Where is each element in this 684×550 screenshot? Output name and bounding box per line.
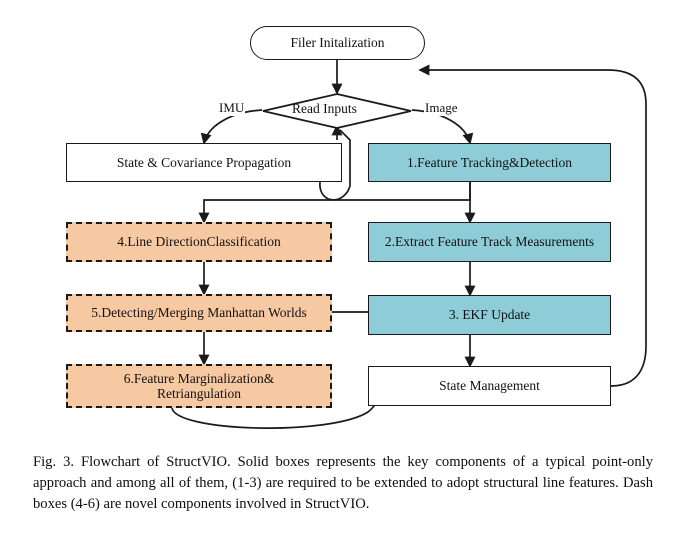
edge-label-image: Image xyxy=(424,100,459,116)
node-extract-feature-track-measurements[interactable]: 2.Extract Feature Track Measurements xyxy=(368,222,611,262)
node-read-inputs-label: Read Inputs xyxy=(292,101,357,116)
node-state-covariance-propagation-label: State & Covariance Propagation xyxy=(116,154,292,170)
node-feature-marginalization-line1: 6.Feature Marginalization& xyxy=(123,370,275,386)
edge-imu-to-propagation xyxy=(200,109,263,145)
node-detecting-merging-manhattan-worlds[interactable]: 5.Detecting/Merging Manhattan Worlds xyxy=(66,294,332,332)
node-ekf-update-label: 3. EKF Update xyxy=(448,307,531,323)
node-state-management[interactable]: State Management xyxy=(368,366,611,406)
node-line-direction-classification[interactable]: 4.Line DirectionClassification xyxy=(66,222,332,262)
node-ekf-update[interactable]: 3. EKF Update xyxy=(368,295,611,335)
node-state-management-label: State Management xyxy=(439,378,540,394)
node-feature-marginalization-line2: Retriangulation xyxy=(157,386,241,401)
edge-label-imu: IMU xyxy=(218,100,246,116)
node-filter-initialization[interactable]: Filer Initalization xyxy=(250,26,425,60)
edge-image-to-tracking xyxy=(411,109,474,145)
node-state-covariance-propagation[interactable]: State & Covariance Propagation xyxy=(66,143,342,182)
node-extract-feature-track-measurements-label: 2.Extract Feature Track Measurements xyxy=(384,234,595,250)
edge-state-management-feedback xyxy=(418,64,647,387)
node-filter-initialization-label: Filer Initalization xyxy=(290,35,385,51)
flowchart-figure: Filer Initalization Read Inputs IMU Imag… xyxy=(66,26,647,429)
figure-caption: Fig. 3. Flowchart of StructVIO. Solid bo… xyxy=(33,454,653,513)
node-detecting-merging-manhattan-worlds-label: 5.Detecting/Merging Manhattan Worlds xyxy=(91,305,307,321)
node-line-direction-classification-label: 4.Line DirectionClassification xyxy=(117,234,281,250)
node-feature-tracking-detection[interactable]: 1.Feature Tracking&Detection xyxy=(368,143,611,182)
node-feature-tracking-detection-label: 1.Feature Tracking&Detection xyxy=(407,154,572,170)
edge-tracking-to-line-direction xyxy=(198,182,471,224)
node-feature-marginalization-retriangulation[interactable]: 6.Feature Marginalization& Retriangulati… xyxy=(66,364,332,408)
